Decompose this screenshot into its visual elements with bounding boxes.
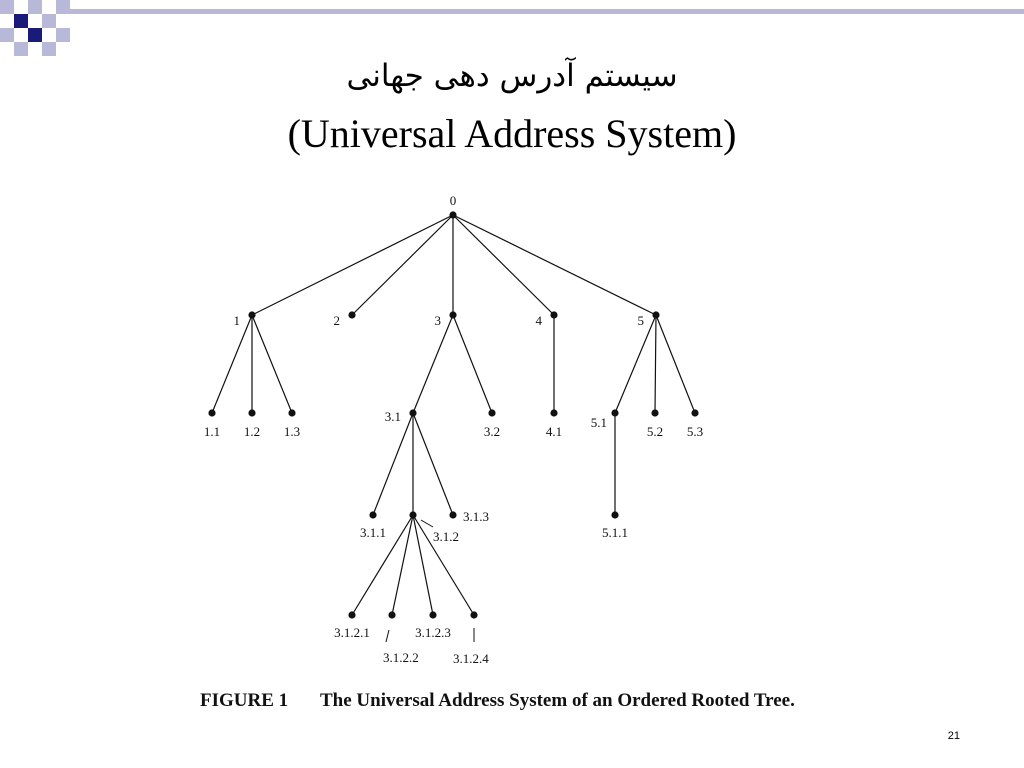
node-label-4-1: 4.1: [546, 424, 562, 439]
node-4: [550, 311, 558, 319]
figure-label: FIGURE 1: [200, 690, 289, 711]
node-label-3-1-3: 3.1.3: [463, 509, 489, 524]
edge-0-to-4: [452, 214, 555, 316]
edge-1-to-1-3: [251, 314, 293, 414]
edge-3-to-3-2: [452, 314, 493, 414]
node-2: [348, 311, 356, 319]
node-label-5-1: 5.1: [591, 415, 607, 430]
node-1: [248, 311, 256, 319]
node-1-1: [208, 409, 216, 417]
node-5: [652, 311, 660, 319]
leader-mark-3-1-2-2: [385, 629, 390, 643]
node-4-1: [550, 409, 558, 417]
edge-0-to-2: [351, 214, 454, 316]
node-label-3-2: 3.2: [484, 424, 500, 439]
node-label-3-1-2-3: 3.1.2.3: [415, 625, 451, 640]
node-5-3: [691, 409, 699, 417]
slide-title-persian: سیستم آدرس دهی جهانی: [346, 58, 678, 94]
node-label-4: 4: [536, 313, 543, 328]
edge-3-1-2-to-3-1-2-2: [391, 514, 414, 616]
edge-3-1-2-to-3-1-2-4: [412, 514, 475, 616]
node-3-1-2-1: [348, 611, 356, 619]
node-label-3-1-2: 3.1.2: [433, 529, 459, 544]
figure-caption: FIGURE 1 The Universal Address System of …: [200, 690, 900, 712]
node-label-3-1-2-4: 3.1.2.4: [453, 651, 489, 666]
node-label-1-1: 1.1: [204, 424, 220, 439]
node-label-0: 0: [450, 193, 457, 208]
edge-3-1-2-to-3-1-2-3: [412, 514, 434, 616]
edge-3-1-to-3-1-3: [412, 412, 454, 516]
node-3-1-2-2: [388, 611, 396, 619]
slide-title-english: (Universal Address System): [287, 111, 737, 156]
leader-mark-3-1-2: [420, 519, 434, 528]
edge-5-to-5-3: [655, 314, 696, 414]
node-label-5-2: 5.2: [647, 424, 663, 439]
node-0: [449, 211, 457, 219]
node-label-1-3: 1.3: [284, 424, 300, 439]
node-label-3-1-2-2: 3.1.2.2: [383, 650, 419, 665]
node-label-5-3: 5.3: [687, 424, 703, 439]
node-3-1-2: [409, 511, 417, 519]
node-3-1-3: [449, 511, 457, 519]
figure-caption-text: The Universal Address System of an Order…: [320, 690, 795, 711]
slide-number: 21: [947, 730, 960, 742]
node-3-1-1: [369, 511, 377, 519]
node-3-1: [409, 409, 417, 417]
node-5-1: [611, 409, 619, 417]
node-5-2: [651, 409, 659, 417]
node-label-3-1-1: 3.1.1: [360, 525, 386, 540]
edge-5-to-5-2: [654, 314, 657, 414]
node-1-3: [288, 409, 296, 417]
node-3-2: [488, 409, 496, 417]
node-label-3-1: 3.1: [385, 409, 401, 424]
node-label-2: 2: [334, 313, 341, 328]
node-label-1-2: 1.2: [244, 424, 260, 439]
node-5-1-1: [611, 511, 619, 519]
node-3-1-2-3: [429, 611, 437, 619]
node-3: [449, 311, 457, 319]
node-label-3: 3: [435, 313, 442, 328]
edge-0-to-5: [452, 214, 657, 316]
node-label-1: 1: [234, 313, 241, 328]
node-3-1-2-4: [470, 611, 478, 619]
node-1-2: [248, 409, 256, 417]
edge-3-1-2-to-3-1-2-1: [351, 514, 414, 616]
edge-5-to-5-1: [614, 314, 657, 414]
edge-3-1-to-3-1-1: [372, 412, 414, 516]
edge-3-to-3-1: [412, 314, 454, 414]
node-label-5: 5: [638, 313, 645, 328]
edge-1-to-1-1: [211, 314, 253, 414]
node-label-5-1-1: 5.1.1: [602, 525, 628, 540]
edge-0-to-1: [251, 214, 454, 316]
node-label-3-1-2-1: 3.1.2.1: [334, 625, 370, 640]
